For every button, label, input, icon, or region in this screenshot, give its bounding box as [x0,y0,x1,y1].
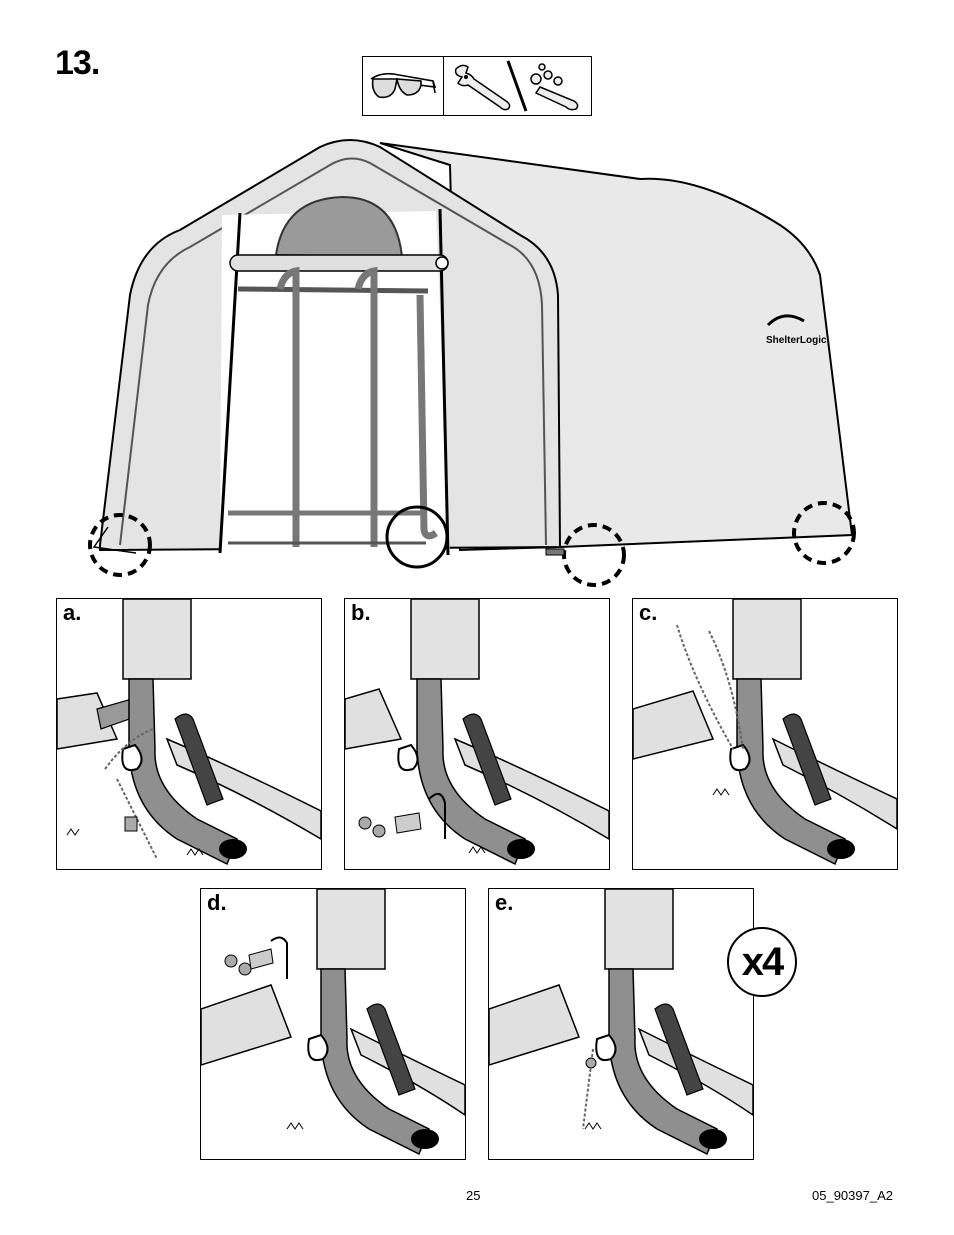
safety-glasses-icon [363,57,443,115]
socket-wrench-icon [531,64,578,110]
step-number: 13. [55,44,99,83]
detail-panel-c: c. [632,598,898,870]
adjustable-wrench-icon [456,65,510,109]
panel-label-e: e. [495,891,513,915]
detail-panel-d: d. [200,888,466,1160]
quantity-multiplier-badge: x4 [727,927,797,997]
panel-label-c: c. [639,601,657,625]
panel-label-d: d. [207,891,227,915]
panel-label-a: a. [63,601,81,625]
detail-panel-b: b. [344,598,610,870]
document-code: 05_90397_A2 [812,1188,893,1203]
wrench-tools-cell [443,57,590,115]
page-number: 25 [466,1188,480,1203]
quantity-multiplier-text: x4 [742,940,783,985]
shed-overview-illustration: ShelterLogic [80,135,880,595]
detail-panel-a: a. [56,598,322,870]
panel-label-b: b. [351,601,371,625]
brand-logo-text: ShelterLogic [766,335,827,346]
detail-panel-e: e. [488,888,754,1160]
tools-required-box [362,56,592,116]
